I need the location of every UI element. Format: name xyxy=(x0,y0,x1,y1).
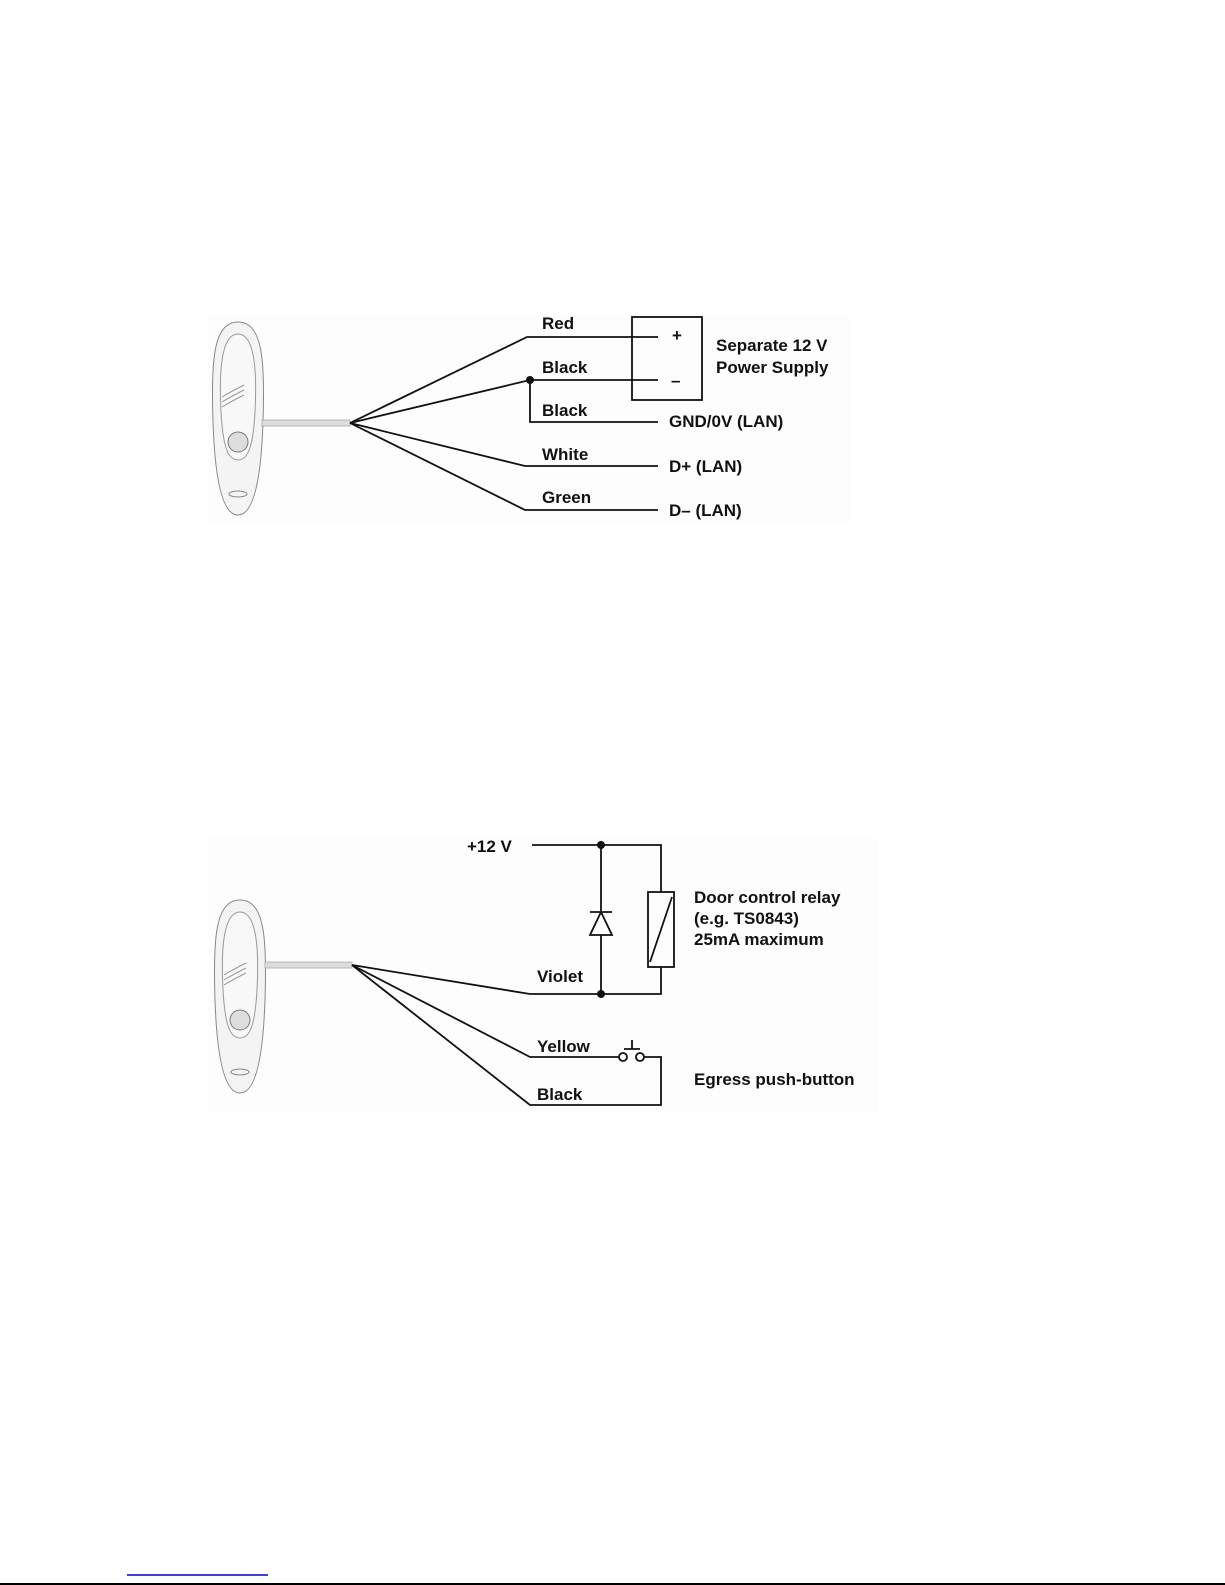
cable xyxy=(264,961,353,969)
button-label: Egress push-button xyxy=(694,1070,855,1089)
diagram-background xyxy=(208,315,850,522)
plus-terminal: + xyxy=(672,326,682,345)
wire-label-black-gnd: Black xyxy=(542,401,588,420)
power-supply-box xyxy=(631,316,703,401)
card-reader-icon xyxy=(213,899,267,1094)
supply-label-2: Power Supply xyxy=(716,358,829,377)
junction-dot xyxy=(597,990,605,998)
terminal-gnd: GND/0V (LAN) xyxy=(669,412,783,431)
diagram-lan-wiring: + – Red Black Black White Green Separate… xyxy=(208,314,850,522)
minus-terminal: – xyxy=(671,371,680,390)
terminal-dminus: D– (LAN) xyxy=(669,501,742,520)
relay-model: (e.g. TS0843) xyxy=(694,909,799,928)
relay-label: Door control relay xyxy=(694,888,841,907)
wire-label-black: Black xyxy=(542,358,588,377)
wire-label-red: Red xyxy=(542,314,574,333)
wire-label-white: White xyxy=(542,445,588,464)
wire-label-green: Green xyxy=(542,488,591,507)
supply-label: +12 V xyxy=(467,837,513,856)
card-reader-icon xyxy=(211,321,265,516)
relay-coil-icon xyxy=(647,891,675,968)
wire-label-violet: Violet xyxy=(537,967,583,986)
cable xyxy=(261,419,351,427)
terminal-dplus: D+ (LAN) xyxy=(669,457,742,476)
wire-label-yellow: Yellow xyxy=(537,1037,591,1056)
diagram-relay-wiring: +12 V Violet Yellow Black Door control r… xyxy=(208,837,878,1113)
diode-icon xyxy=(588,909,614,936)
supply-label: Separate 12 V xyxy=(716,336,828,355)
junction-dot xyxy=(526,376,534,384)
wire-label-black: Black xyxy=(537,1085,583,1104)
junction-dot xyxy=(597,841,605,849)
relay-current: 25mA maximum xyxy=(694,930,824,949)
diagram-background xyxy=(208,838,878,1113)
